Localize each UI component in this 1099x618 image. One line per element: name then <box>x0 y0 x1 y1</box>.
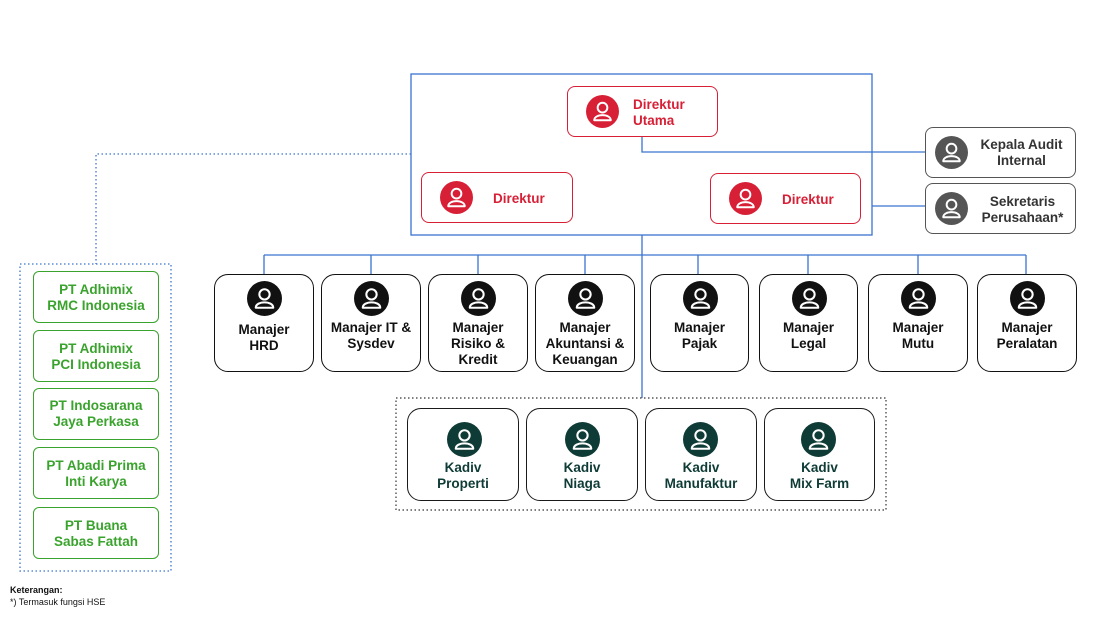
manajer-hrd-box: Manajer HRD <box>214 274 314 372</box>
subsidiary-box: PT Buana Sabas Fattah <box>33 507 159 559</box>
line-subsidiaries <box>95 153 411 264</box>
line-audit <box>641 137 925 153</box>
kadiv-label: Kadiv Properti <box>437 460 489 491</box>
subsidiary-label: PT Adhimix RMC Indonesia <box>47 282 145 313</box>
direktur-right-box: Direktur <box>710 173 861 224</box>
kadiv-niaga-box: Kadiv Niaga <box>526 408 638 501</box>
kadiv-label: Kadiv Manufaktur <box>664 460 738 491</box>
kadiv-label: Kadiv Niaga <box>563 460 601 491</box>
person-icon <box>447 422 482 457</box>
person-icon <box>792 281 827 316</box>
subsidiary-label: PT Adhimix PCI Indonesia <box>51 341 141 372</box>
manajer-legal-box: Manajer Legal <box>759 274 858 372</box>
direktur-utama-label: Direktur Utama <box>633 97 685 128</box>
kadiv-manufaktur-box: Kadiv Manufaktur <box>645 408 757 501</box>
kepala-audit-box: Kepala Audit Internal <box>925 127 1076 178</box>
kadiv-group-frame <box>395 397 887 511</box>
person-icon <box>568 281 603 316</box>
manajer-label: Manajer HRD <box>238 322 290 353</box>
sekretaris-label: Sekretaris Perusahaan* <box>981 194 1064 225</box>
manajer-label: Manajer Risiko & Kredit <box>450 320 505 367</box>
subsidiary-box: PT Adhimix PCI Indonesia <box>33 330 159 382</box>
manajer-mutu-box: Manajer Mutu <box>868 274 968 372</box>
note-text: *) Termasuk fungsi HSE <box>10 597 106 607</box>
person-icon <box>729 182 762 215</box>
manajer-pajak-box: Manajer Pajak <box>650 274 749 372</box>
sekretaris-box: Sekretaris Perusahaan* <box>925 183 1076 234</box>
subsidiary-group-frame <box>19 263 172 572</box>
person-icon <box>683 281 718 316</box>
manajer-it-box: Manajer IT & Sysdev <box>321 274 421 372</box>
person-icon <box>901 281 936 316</box>
manajer-risiko-box: Manajer Risiko & Kredit <box>428 274 528 372</box>
manajer-label: Manajer Peralatan <box>996 320 1058 351</box>
manajer-label: Manajer Pajak <box>673 320 726 351</box>
manajer-label: Manajer Akuntansi & Keuangan <box>545 320 625 367</box>
person-icon <box>461 281 496 316</box>
direktur-right-label: Direktur <box>782 192 834 207</box>
manajer-label: Manajer IT & Sysdev <box>330 320 412 351</box>
person-icon <box>683 422 718 457</box>
direktur-utama-box: Direktur Utama <box>567 86 718 137</box>
manajer-peralatan-box: Manajer Peralatan <box>977 274 1077 372</box>
kadiv-mixfarm-box: Kadiv Mix Farm <box>764 408 875 501</box>
manajer-label: Manajer Legal <box>782 320 835 351</box>
kadiv-properti-box: Kadiv Properti <box>407 408 519 501</box>
person-icon <box>247 281 282 316</box>
kadiv-label: Kadiv Mix Farm <box>789 460 850 491</box>
direktur-left-label: Direktur <box>493 191 545 206</box>
person-icon <box>440 181 473 214</box>
kepala-audit-label: Kepala Audit Internal <box>980 137 1063 168</box>
subsidiary-label: PT Abadi Prima Inti Karya <box>46 458 146 489</box>
subsidiary-box: PT Abadi Prima Inti Karya <box>33 447 159 499</box>
subsidiary-label: PT Buana Sabas Fattah <box>53 518 139 549</box>
person-icon <box>1010 281 1045 316</box>
person-icon <box>354 281 389 316</box>
person-icon <box>565 422 600 457</box>
note-title: Keterangan: <box>10 585 63 595</box>
person-icon <box>801 422 836 457</box>
person-icon <box>586 95 619 128</box>
person-icon <box>935 136 968 169</box>
subsidiary-box: PT Adhimix RMC Indonesia <box>33 271 159 323</box>
subsidiary-box: PT Indosarana Jaya Perkasa <box>33 388 159 440</box>
direktur-left-box: Direktur <box>421 172 573 223</box>
subsidiary-label: PT Indosarana Jaya Perkasa <box>49 398 143 429</box>
person-icon <box>935 192 968 225</box>
manajer-akuntansi-box: Manajer Akuntansi & Keuangan <box>535 274 635 372</box>
manajer-label: Manajer Mutu <box>892 320 944 351</box>
